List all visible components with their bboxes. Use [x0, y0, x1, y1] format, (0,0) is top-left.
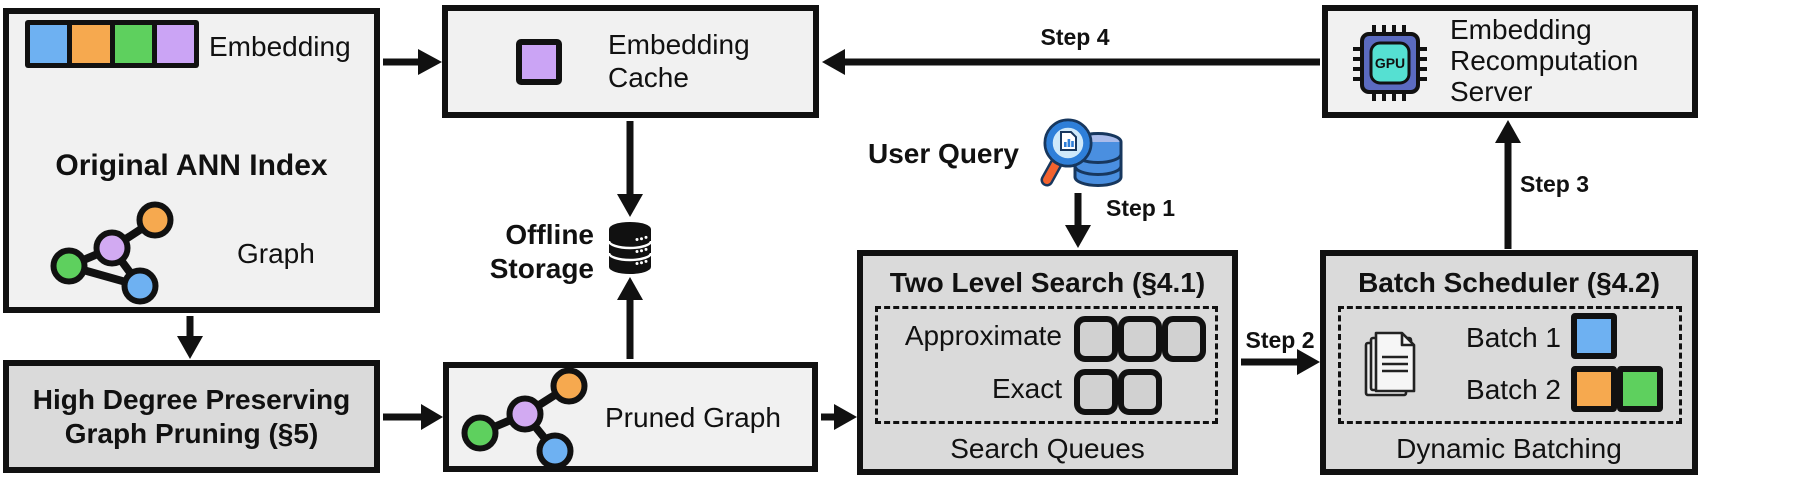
search-queues-caption: Search Queues: [950, 433, 1145, 464]
embedding-label: Embedding: [209, 31, 351, 62]
batch2-square-green: [1617, 366, 1663, 412]
queue-slot: [1074, 369, 1118, 415]
documents-stack-icon: [1364, 331, 1416, 397]
arrow-pruning-to-prunedgraph: [383, 404, 443, 430]
pruned-graph-label: Pruned Graph: [605, 402, 781, 433]
offline-storage-label: Offline Storage: [489, 219, 594, 284]
exact-label: Exact: [991, 373, 1062, 404]
graph-pruning-box: High Degree Preserving Graph Pruning (§5…: [3, 360, 380, 473]
graph-nodes-icon: [50, 201, 174, 305]
step1-label: Step 1: [1106, 195, 1176, 221]
arrow-pruned-to-storage: [617, 277, 643, 359]
approximate-queue-slots: [1074, 316, 1206, 362]
step3-label: Step 3: [1520, 171, 1590, 197]
step2-label: Step 2: [1245, 327, 1315, 353]
embedding-cell-purple: [156, 25, 194, 63]
pruned-graph-nodes-icon: [461, 367, 588, 470]
embedding-cache-box: Embedding Cache: [442, 5, 819, 118]
exact-queue-slots: [1074, 369, 1162, 415]
batch1-squares: [1571, 313, 1617, 359]
queue-slot: [1118, 369, 1162, 415]
arrow-ann-to-cache: [383, 49, 442, 75]
graph-label: Graph: [237, 238, 315, 269]
batch-scheduler-box: Batch Scheduler (§4.2) Batch 1 Ba: [1320, 250, 1698, 475]
arrow-step3: [1495, 120, 1521, 249]
queue-slot: [1118, 316, 1162, 362]
arrow-ann-to-pruning: [177, 316, 203, 359]
dynamic-batching-panel: Batch 1 Batch 2: [1338, 306, 1682, 424]
embedding-cell-orange: [72, 25, 110, 63]
arrow-prunedgraph-to-search: [821, 404, 857, 430]
two-level-search-title: Two Level Search (§4.1): [889, 267, 1206, 298]
graph-pruning-title: High Degree Preserving Graph Pruning (§5…: [32, 383, 351, 449]
magnifier-database-icon: [1040, 118, 1123, 187]
approximate-label: Approximate: [904, 320, 1062, 351]
cached-embedding-square-icon: [516, 39, 562, 85]
embedding-cache-label: Embedding Cache: [608, 29, 750, 93]
original-ann-index-box: Embedding Original ANN Index Graph: [3, 8, 380, 313]
embedding-cell-blue: [30, 25, 68, 63]
batch2-label: Batch 2: [1466, 374, 1561, 405]
batch2-squares: [1571, 366, 1663, 412]
step4-label: Step 4: [1040, 24, 1110, 50]
ann-index-title: Original ANN Index: [55, 149, 328, 182]
batch2-square-orange: [1571, 366, 1617, 412]
gpu-text: GPU: [1375, 55, 1405, 71]
embedding-vector-icon: [25, 20, 199, 68]
two-level-search-box: Two Level Search (§4.1) Approximate Exac…: [857, 250, 1238, 475]
arrow-step4: [822, 49, 1320, 75]
batch-scheduler-title: Batch Scheduler (§4.2): [1358, 267, 1660, 298]
queue-slot: [1162, 316, 1206, 362]
queue-slot: [1074, 316, 1118, 362]
recomputation-server-box: GPU Embedding Recomputation Server: [1322, 5, 1698, 118]
dynamic-batching-caption: Dynamic Batching: [1396, 433, 1622, 464]
arrow-step2: [1241, 349, 1320, 375]
gpu-chip-icon: GPU: [1353, 25, 1427, 101]
batch1-label: Batch 1: [1466, 322, 1561, 353]
database-icon: [607, 222, 653, 274]
recomputation-server-label: Embedding Recomputation Server: [1450, 14, 1639, 107]
arrow-cache-to-storage: [617, 121, 643, 217]
arrow-step1: [1065, 193, 1091, 248]
batch1-square-blue: [1571, 313, 1617, 359]
search-queues-panel: Approximate Exact: [875, 306, 1218, 424]
user-query-label: User Query: [868, 138, 1019, 169]
pruned-graph-box: Pruned Graph: [443, 362, 818, 472]
embedding-cell-green: [114, 25, 152, 63]
